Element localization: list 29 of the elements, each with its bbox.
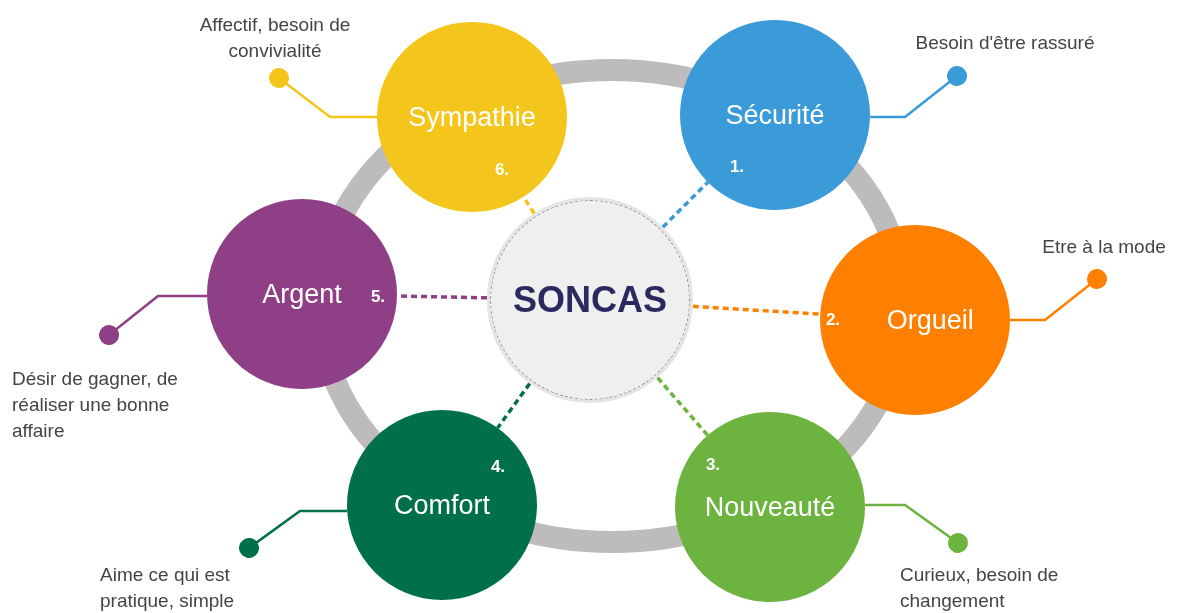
leader-line [239,509,347,558]
category-name: Argent [262,278,342,310]
description-text: Etre à la mode [1042,235,1166,259]
step-number: 1. [729,157,745,177]
step-number: 6. [494,160,510,180]
description-text: Curieux, besoin de changement [900,563,1060,613]
leader-line [1010,269,1107,322]
description-text: Affectif, besoin de convivialité [198,13,352,63]
leader-line [865,503,968,553]
dashed-connector [496,382,532,429]
step-number: 2. [825,310,841,330]
leader-line [269,68,377,119]
dashed-connector [661,180,710,229]
leader-line [870,66,967,119]
category-name: Sécurité [725,99,825,131]
dashed-connector [656,376,709,437]
step-number: 4. [490,457,506,477]
category-name: Comfort [394,489,490,521]
dashed-connector [692,304,821,316]
center-title: SONCAS [513,279,667,321]
step-number: 3. [705,455,721,475]
leader-line [99,294,207,345]
category-name: Sympathie [408,101,536,133]
description-text: Désir de gagner, de réaliser une bonne affaire [12,367,179,443]
category-name: Nouveauté [704,491,836,523]
description-text: Besoin d'être rassuré [915,31,1095,55]
category-name: Orgueil [886,304,974,336]
description-text: Aime ce qui est pratique, simple [100,563,236,613]
step-number: 5. [370,287,386,307]
